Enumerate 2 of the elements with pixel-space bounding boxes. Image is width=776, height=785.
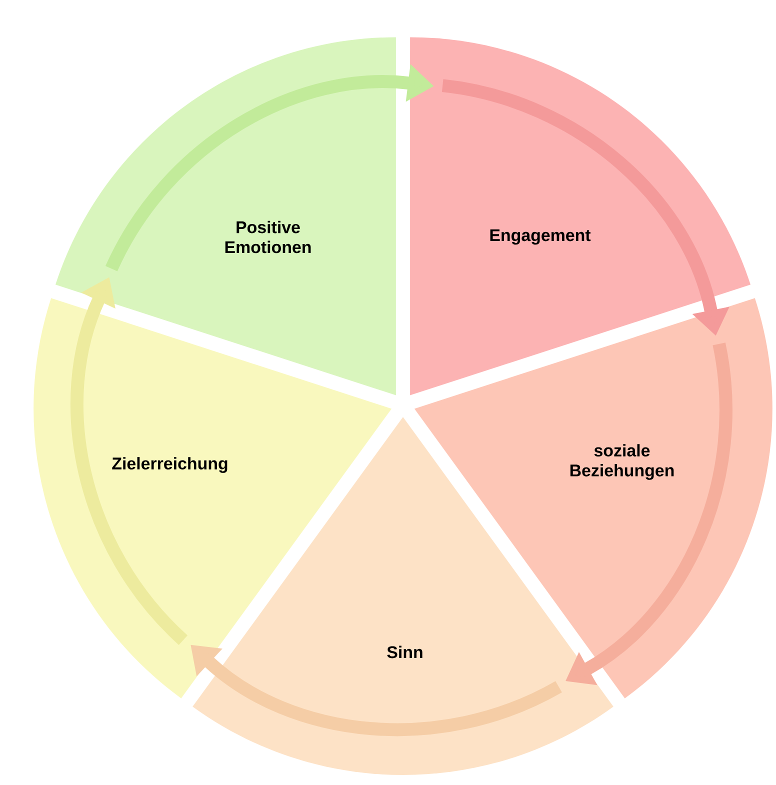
- pie-segment: Positive Emotionen: [55, 37, 396, 396]
- pie-segment: Engagement: [410, 37, 751, 396]
